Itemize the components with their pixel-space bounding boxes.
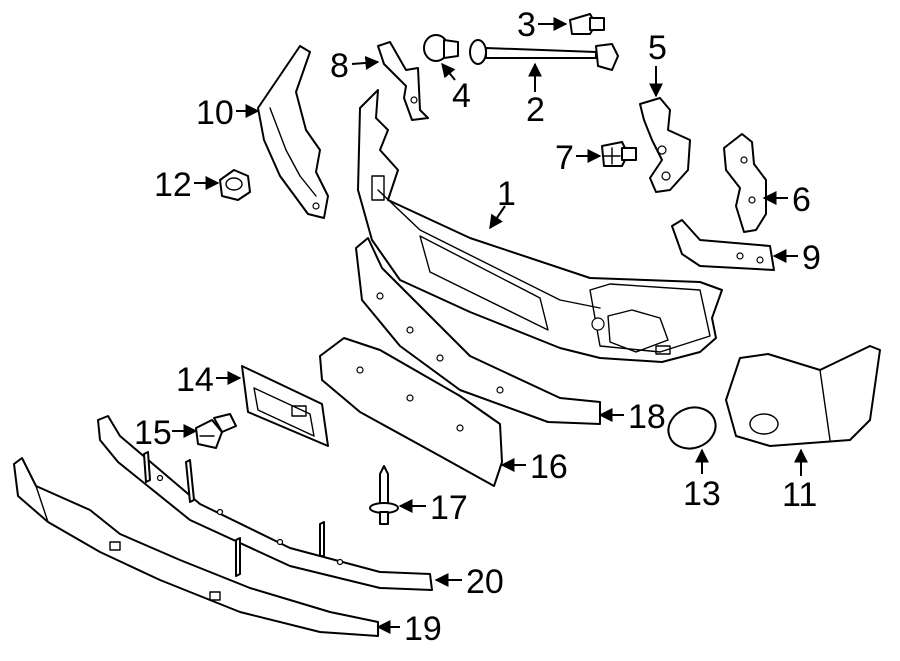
callout-label-5: 5 <box>648 29 667 67</box>
callout-20: 20 <box>434 563 504 601</box>
callout-4: 4 <box>441 62 471 115</box>
callout-3: 3 <box>517 6 568 44</box>
part-bracket-upper[interactable] <box>639 97 691 193</box>
callout-17: 17 <box>398 489 468 527</box>
part-clip[interactable] <box>423 34 459 62</box>
callout-label-1: 1 <box>497 175 516 213</box>
callout-13: 13 <box>683 448 721 513</box>
part-bracket-side[interactable] <box>723 133 767 233</box>
callout-label-2: 2 <box>526 91 545 129</box>
callout-label-16: 16 <box>530 448 568 486</box>
callout-label-12: 12 <box>154 166 192 204</box>
part-bolt-long[interactable] <box>469 39 619 71</box>
part-bumper-cover[interactable] <box>357 89 723 363</box>
callout-5: 5 <box>648 29 667 98</box>
callout-1: 1 <box>489 175 516 230</box>
part-fog-lamp-cover[interactable] <box>663 401 722 455</box>
callout-15: 15 <box>134 414 198 452</box>
callout-10: 10 <box>196 94 260 132</box>
callout-14: 14 <box>176 361 242 399</box>
callout-19: 19 <box>376 610 442 648</box>
callout-label-19: 19 <box>404 610 442 648</box>
part-license-bracket[interactable] <box>241 365 329 447</box>
part-screw[interactable] <box>195 413 237 449</box>
callout-label-8: 8 <box>330 47 349 85</box>
callout-16: 16 <box>500 448 568 486</box>
callout-11: 11 <box>782 448 817 514</box>
callout-label-18: 18 <box>628 398 666 436</box>
part-end-cap[interactable] <box>725 345 881 447</box>
part-bolt-short[interactable] <box>569 13 605 35</box>
callout-8: 8 <box>330 47 380 85</box>
part-end-extension[interactable] <box>257 45 329 219</box>
callout-label-3: 3 <box>517 6 536 44</box>
part-push-pin[interactable] <box>369 465 399 525</box>
part-bracket-lower[interactable] <box>671 219 775 271</box>
callout-label-9: 9 <box>802 239 821 277</box>
callout-9: 9 <box>772 239 821 277</box>
callout-label-13: 13 <box>683 475 721 513</box>
callout-label-17: 17 <box>430 489 468 527</box>
callout-label-10: 10 <box>196 94 234 132</box>
callout-12: 12 <box>154 166 220 204</box>
part-retainer-clip[interactable] <box>219 169 251 201</box>
part-bracket-small[interactable] <box>377 41 429 121</box>
callout-6: 6 <box>762 181 811 219</box>
callout-label-20: 20 <box>466 563 504 601</box>
callout-7: 7 <box>555 139 602 177</box>
part-bolt-flange[interactable] <box>601 141 637 167</box>
part-energy-absorber[interactable] <box>97 415 433 591</box>
callout-label-11: 11 <box>782 476 817 514</box>
callout-label-6: 6 <box>792 181 811 219</box>
callout-label-15: 15 <box>134 414 172 452</box>
callout-label-4: 4 <box>452 77 471 115</box>
callout-18: 18 <box>598 398 666 436</box>
callout-label-14: 14 <box>176 361 214 399</box>
callout-label-7: 7 <box>555 139 574 177</box>
callout-2: 2 <box>526 62 545 129</box>
